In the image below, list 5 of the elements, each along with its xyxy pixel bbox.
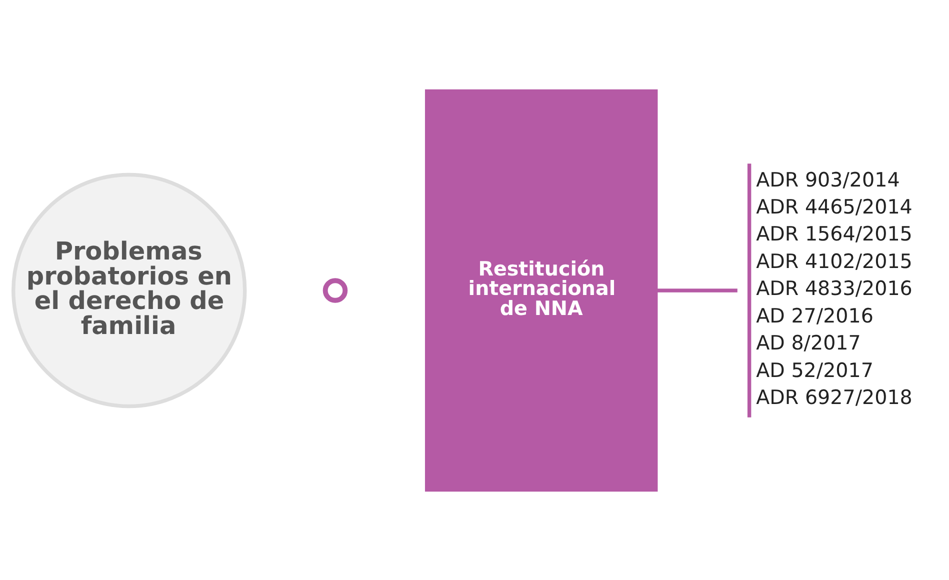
node-circle: Problemas probatorios en el derecho de familia <box>12 172 247 408</box>
connector <box>657 288 738 292</box>
node-circle <box>322 278 348 302</box>
node-text: ADR 903/2014 ADR 4465/2014 ADR 1564/2015 ADR 4102/2015 ADR 4833/2016 AD 27/2016 AD 8/2017 AD 52/2017 ADR 6927/2018 <box>756 168 912 409</box>
node-box: Restitución internacional de NNA <box>424 88 658 492</box>
